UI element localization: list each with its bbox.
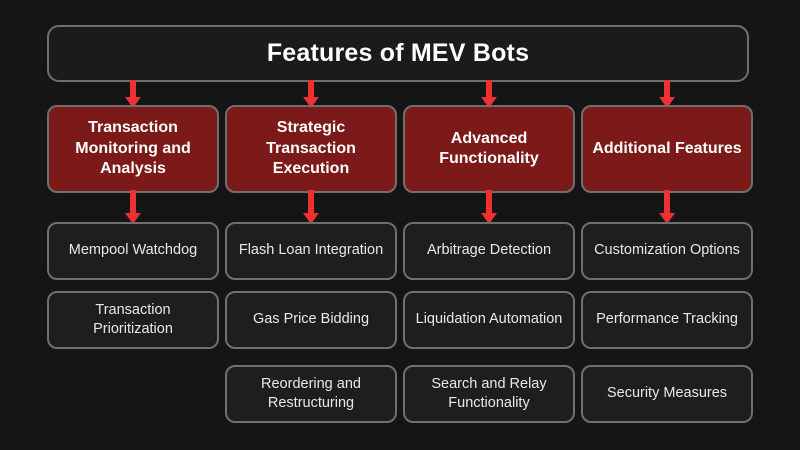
category-header-box[interactable]: Strategic Transaction Execution (225, 105, 397, 193)
feature-item-label: Liquidation Automation (415, 311, 563, 328)
diagram-column-transaction-monitoring-and-analysis: Transaction Monitoring and Analysis Memp… (47, 0, 219, 450)
down-arrow-icon (659, 190, 675, 224)
down-arrow-icon (659, 80, 675, 108)
feature-item-box[interactable]: Customization Options (581, 222, 753, 280)
down-arrow-icon (125, 190, 141, 224)
diagram-title-box: Features of MEV Bots (47, 25, 749, 82)
feature-item-label: Search and Relay Functionality (431, 375, 547, 411)
arrow-stem (308, 190, 314, 213)
diagram-column-additional-features: Additional Features Customization Option… (581, 0, 753, 450)
arrow-stem (664, 190, 670, 213)
feature-item-box[interactable]: Search and Relay Functionality (403, 365, 575, 423)
feature-item-box[interactable]: Flash Loan Integration (225, 222, 397, 280)
feature-item-label: Performance Tracking (596, 311, 738, 328)
feature-item-label: Transaction Prioritization (93, 301, 173, 337)
arrow-stem (308, 80, 314, 97)
diagram-column-advanced-functionality: Advanced Functionality Arbitrage Detecti… (403, 0, 575, 450)
category-header-label: Advanced Functionality (439, 129, 539, 167)
feature-item-label: Arbitrage Detection (426, 242, 552, 259)
diagram-title-text: Features of MEV Bots (266, 39, 530, 67)
down-arrow-icon (303, 80, 319, 108)
feature-item-box[interactable]: Reordering and Restructuring (225, 365, 397, 423)
category-header-label: Transaction Monitoring and Analysis (75, 119, 191, 178)
diagram-column-strategic-transaction-execution: Strategic Transaction Execution Flash Lo… (225, 0, 397, 450)
category-header-box[interactable]: Transaction Monitoring and Analysis (47, 105, 219, 193)
down-arrow-icon (125, 80, 141, 108)
feature-item-box[interactable]: Security Measures (581, 365, 753, 423)
feature-item-label: Security Measures (606, 385, 728, 402)
category-header-box[interactable]: Advanced Functionality (403, 105, 575, 193)
feature-item-label: Mempool Watchdog (68, 242, 198, 259)
down-arrow-icon (303, 190, 319, 224)
feature-item-label: Reordering and Restructuring (261, 375, 361, 411)
down-arrow-icon (481, 190, 497, 224)
feature-item-label: Customization Options (594, 242, 740, 259)
feature-item-box[interactable]: Performance Tracking (581, 291, 753, 349)
arrow-stem (486, 190, 492, 213)
arrow-stem (130, 190, 136, 213)
feature-item-box[interactable]: Liquidation Automation (403, 291, 575, 349)
category-header-label: Strategic Transaction Execution (266, 119, 356, 178)
feature-item-box[interactable]: Arbitrage Detection (403, 222, 575, 280)
category-header-label: Additional Features (592, 139, 742, 157)
feature-item-box[interactable]: Gas Price Bidding (225, 291, 397, 349)
feature-item-box[interactable]: Transaction Prioritization (47, 291, 219, 349)
arrow-stem (664, 80, 670, 97)
category-header-box[interactable]: Additional Features (581, 105, 753, 193)
feature-item-label: Gas Price Bidding (252, 311, 370, 328)
feature-item-box[interactable]: Mempool Watchdog (47, 222, 219, 280)
arrow-stem (130, 80, 136, 97)
down-arrow-icon (481, 80, 497, 108)
feature-item-label: Flash Loan Integration (238, 242, 384, 259)
arrow-stem (486, 80, 492, 97)
